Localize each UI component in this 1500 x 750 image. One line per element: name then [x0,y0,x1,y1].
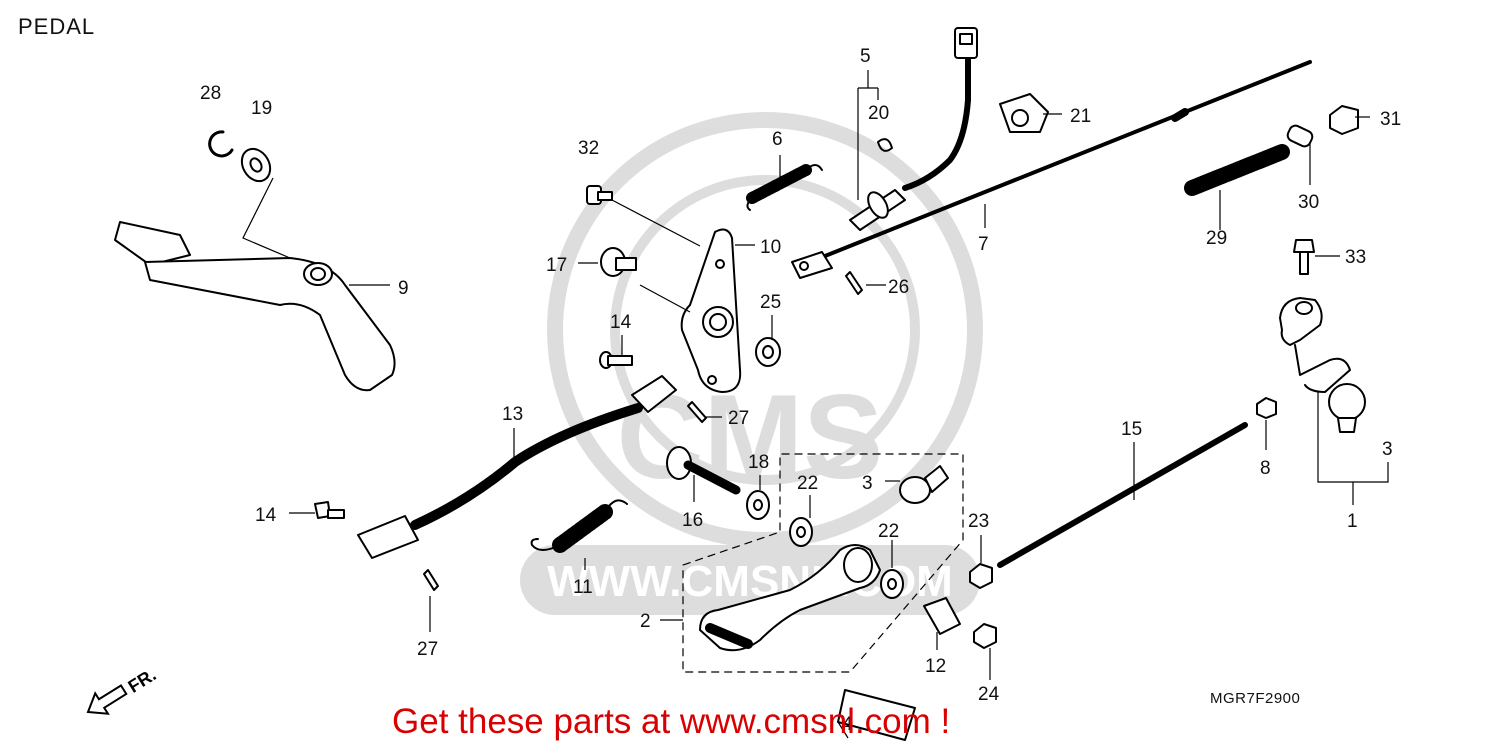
bolt [1293,239,1315,275]
ball-joint [899,465,949,504]
leader-lines [242,70,1389,739]
bolt [586,185,613,205]
cotter-pin [845,271,863,295]
part-label: 26 [888,277,909,298]
part-label: 10 [760,237,781,258]
washer [789,517,813,547]
adjuster-nut [1329,105,1359,135]
part-label: 5 [860,46,871,67]
collar [923,597,961,635]
brake-rod [791,60,1312,279]
front-direction-arrow: FR. [86,664,160,715]
part-label: 1 [1347,511,1358,532]
step-arm [699,544,881,652]
return-spring [746,164,823,211]
return-spring [530,499,628,553]
part-label: 3 [1382,439,1393,460]
promo-link-text[interactable]: Get these parts at www.cmsnl.com ! [392,702,951,741]
part-label: 27 [417,639,438,660]
part-label: 21 [1070,106,1091,127]
joint-pin [314,501,345,519]
part-label: 17 [546,255,567,276]
cotter-pin [687,401,707,423]
part-label: 3 [862,473,873,494]
nut [1256,397,1277,419]
step-rubber [837,689,916,741]
part-label: 9 [398,278,409,299]
part-label: 14 [610,312,632,333]
washer [880,569,904,599]
part-label: 25 [760,292,781,313]
part-label: 28 [200,83,221,104]
part-label: 4 [842,714,853,735]
part-label: 29 [1206,228,1227,249]
part-label: 2 [640,611,651,632]
part-label: 13 [502,404,523,425]
washer [746,490,770,520]
part-label: 31 [1380,109,1401,130]
part-label: 14 [255,505,277,526]
pedal-rod [357,375,677,559]
wire-clamp [999,93,1049,133]
part-label: 11 [573,577,593,598]
cotter-pin [423,569,439,591]
joint [1286,124,1314,148]
part-label: 6 [772,129,783,150]
part-label: 8 [1260,458,1271,479]
part-label: 15 [1121,419,1142,440]
brake-arm [680,228,742,393]
brake-pedal [114,221,396,392]
diagram-title: PEDAL [18,14,96,39]
nut [969,563,993,589]
part-label: 23 [968,511,989,532]
joint-assembly [1279,297,1366,433]
washer [755,337,781,367]
part-label: 32 [578,138,599,159]
circlip [208,130,234,158]
part-label: 27 [728,408,749,429]
part-label: 24 [978,684,1000,705]
part-label: 19 [251,98,272,119]
part-numbers: 28 19 9 32 6 5 20 21 31 30 29 33 10 17 7… [200,46,1401,735]
brake-light-spring [1184,144,1290,196]
nut [973,623,997,649]
washer [240,147,272,183]
diagram-code: MGR7F2900 [1210,690,1301,707]
part-label: 22 [797,473,818,494]
stop-switch [849,27,978,231]
tie-rod [997,422,1248,568]
switch-spring [877,138,893,152]
part-label: 33 [1345,247,1366,268]
part-label: 22 [878,521,899,542]
part-label: 12 [925,656,946,677]
direction-label: FR. [124,664,159,696]
part-label: 20 [868,103,889,124]
part-label: 7 [978,234,989,255]
pivot-bolt [666,446,741,495]
part-label: 16 [682,510,703,531]
collar [600,247,637,277]
part-label: 18 [748,452,769,473]
part-label: 30 [1298,192,1319,213]
joint-pin [599,351,633,369]
